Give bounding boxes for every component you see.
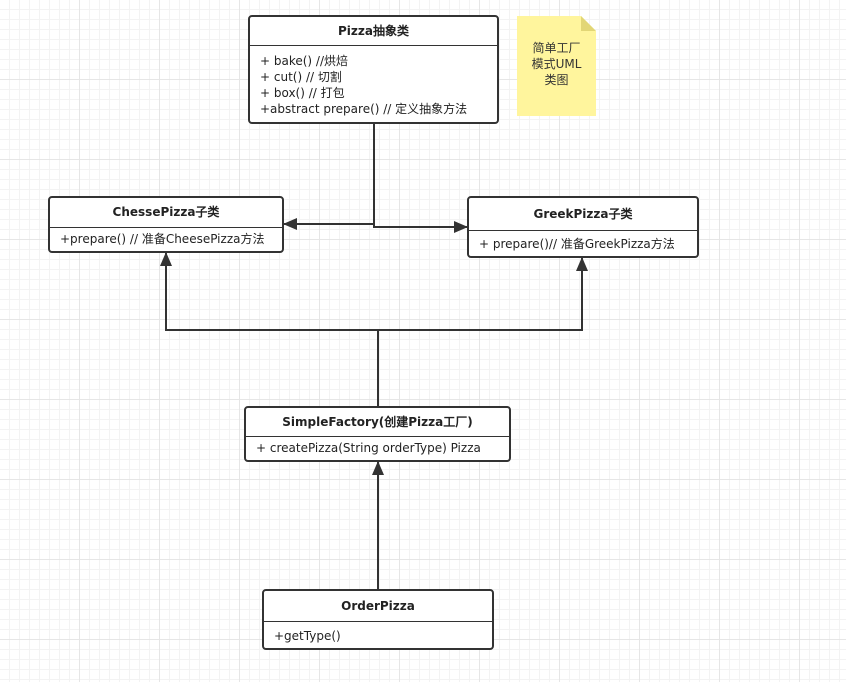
factory-member-create-pizza: + createPizza(String orderType) Pizza — [256, 441, 481, 455]
edge-factory-to-chesse — [160, 252, 379, 406]
order-pizza-class-name: OrderPizza — [264, 591, 492, 622]
greek-member-prepare: + prepare()// 准备GreekPizza方法 — [479, 237, 675, 251]
note-line: 类图 — [544, 73, 569, 87]
order-member-get-type: +getType() — [274, 629, 341, 643]
edge-pizza-to-chesse — [283, 124, 375, 230]
chesse-pizza-class-name: ChessePizza子类 — [50, 198, 282, 228]
order-pizza-class[interactable]: OrderPizza +getType() — [262, 589, 494, 650]
chesse-pizza-class[interactable]: ChessePizza子类 +prepare() // 准备CheesePizz… — [48, 196, 284, 253]
pizza-member-cut: + cut() // 切割 — [260, 70, 342, 84]
pizza-member-box: + box() // 打包 — [260, 86, 345, 100]
sticky-note[interactable]: 简单工厂 模式UML 类图 — [517, 16, 596, 116]
edge-pizza-to-greek — [373, 221, 468, 233]
greek-pizza-class[interactable]: GreekPizza子类 + prepare()// 准备GreekPizza方… — [467, 196, 699, 258]
note-line: 模式UML — [531, 57, 582, 71]
simple-factory-class-name: SimpleFactory(创建Pizza工厂) — [246, 408, 509, 437]
edge-factory-to-greek — [378, 257, 588, 331]
pizza-member-prepare: +abstract prepare() // 定义抽象方法 — [260, 102, 468, 116]
simple-factory-class[interactable]: SimpleFactory(创建Pizza工厂) + createPizza(S… — [244, 406, 511, 462]
pizza-class[interactable]: Pizza抽象类 + bake() //烘焙 + cut() // 切割 + b… — [248, 15, 499, 124]
pizza-member-bake: + bake() //烘焙 — [260, 54, 349, 68]
pizza-class-name: Pizza抽象类 — [250, 17, 497, 46]
chesse-member-prepare: +prepare() // 准备CheesePizza方法 — [60, 232, 265, 246]
greek-pizza-class-name: GreekPizza子类 — [469, 198, 697, 231]
note-line: 简单工厂 — [532, 41, 581, 55]
